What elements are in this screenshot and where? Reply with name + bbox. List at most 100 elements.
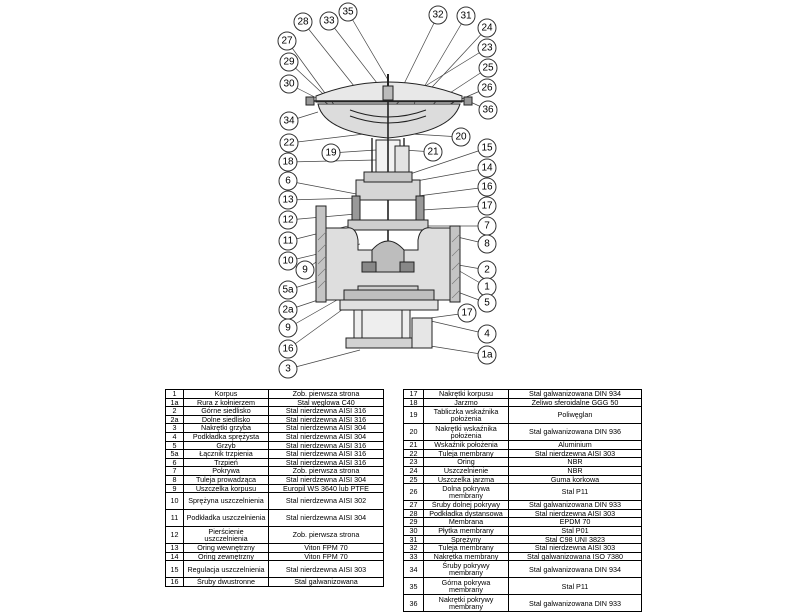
part-name: Pokrywa <box>183 466 269 476</box>
callout-21: 21 <box>423 142 443 162</box>
callout-8: 8 <box>477 234 497 254</box>
callout-18: 18 <box>278 152 298 172</box>
part-number: 2a <box>165 414 184 425</box>
part-material: Stal nierdzewna AISI 316 <box>268 449 384 459</box>
callout-34: 34 <box>279 111 299 131</box>
callout-10: 10 <box>278 251 298 271</box>
part-name: Trzpień <box>183 457 269 468</box>
svg-text:2a: 2a <box>282 305 294 316</box>
part-number: 17 <box>403 389 424 399</box>
svg-text:31: 31 <box>460 11 472 22</box>
part-name: Podkładka uszczelnienia <box>183 509 269 528</box>
svg-text:16: 16 <box>282 344 294 355</box>
part-name: Sprężyna uszczelnienia <box>183 492 269 511</box>
part-name: Śruby dwustronne <box>183 577 269 587</box>
part-number: 24 <box>403 465 424 476</box>
leader-line <box>328 20 385 93</box>
part-material: Stal nierdzewna AISI 304 <box>268 474 384 485</box>
callout-2: 2 <box>477 260 497 280</box>
part-number: 18 <box>403 397 424 408</box>
svg-text:8: 8 <box>484 239 490 250</box>
part-name: Oring wewnętrzny <box>183 543 269 553</box>
svg-text:33: 33 <box>323 16 335 27</box>
svg-text:30: 30 <box>283 79 295 90</box>
leader-line <box>287 349 361 370</box>
part-number: 27 <box>403 500 424 510</box>
part-name: Podkładka sprężysta <box>183 431 269 442</box>
part-name: Wskaźnik położenia <box>423 440 509 450</box>
callout-6: 6 <box>278 171 298 191</box>
callout-22: 22 <box>279 133 299 153</box>
svg-text:3: 3 <box>285 364 291 375</box>
svg-text:32: 32 <box>432 10 444 21</box>
part-name: Regulacja uszczelnienia <box>183 560 269 579</box>
part-number: 29 <box>403 517 424 527</box>
part-number: 28 <box>403 508 424 519</box>
part-number: 10 <box>165 492 184 511</box>
part-material: Stal galwanizowana DIN 934 <box>508 389 642 399</box>
svg-text:13: 13 <box>282 195 294 206</box>
svg-text:1: 1 <box>484 282 490 293</box>
part-number: 14 <box>165 551 184 562</box>
callout-30: 30 <box>279 74 299 94</box>
svg-text:1a: 1a <box>481 350 493 361</box>
svg-text:15: 15 <box>481 143 493 154</box>
part-name: Nakrętki pokrywy membrany <box>423 594 509 612</box>
svg-text:7: 7 <box>484 221 490 232</box>
part-name: Nakrętki korpusu <box>423 389 509 399</box>
part-name: Śruby dolnej pokrywy <box>423 500 509 510</box>
part-material: Stal nierdzewna AISI 302 <box>268 492 384 511</box>
callout-11: 11 <box>278 231 298 251</box>
part-material: Stal P11 <box>508 577 642 596</box>
part-number: 26 <box>403 483 424 502</box>
part-material: Stal węglowa C40 <box>268 397 384 408</box>
part-name: Korpus <box>183 389 269 399</box>
part-number: 11 <box>165 509 184 528</box>
part-number: 3 <box>165 423 184 433</box>
callout-5: 5 <box>477 293 497 313</box>
part-material: Zob. pierwsza strona <box>268 389 384 399</box>
part-name: Nakrętka membrany <box>423 551 509 562</box>
svg-text:35: 35 <box>342 7 354 18</box>
part-material: Stal galwanizowana DIN 934 <box>508 560 642 579</box>
leader-line <box>417 186 488 197</box>
part-name: Uszczelnienie <box>423 465 509 476</box>
part-number: 6 <box>165 457 184 468</box>
part-number: 4 <box>165 431 184 442</box>
part-number: 12 <box>165 526 184 545</box>
part-number: 19 <box>403 406 424 425</box>
callout-20: 20 <box>451 127 471 147</box>
svg-text:5a: 5a <box>282 285 294 296</box>
callout-9: 9 <box>295 260 315 280</box>
svg-text:2: 2 <box>484 265 490 276</box>
part-number: 33 <box>403 551 424 562</box>
part-material: Stal nierdzewna AISI 303 <box>508 543 642 553</box>
part-number: 21 <box>403 440 424 450</box>
part-material: Stal galwanizowana ISO 7380 <box>508 551 642 562</box>
part-name: Uszczelka jarzma <box>423 474 509 485</box>
callout-29: 29 <box>279 52 299 72</box>
leader-line <box>288 133 365 144</box>
valve-artwork <box>305 74 473 349</box>
part-material: NBR <box>508 465 642 476</box>
part-number: 5 <box>165 440 184 451</box>
callout-27: 27 <box>277 31 297 51</box>
